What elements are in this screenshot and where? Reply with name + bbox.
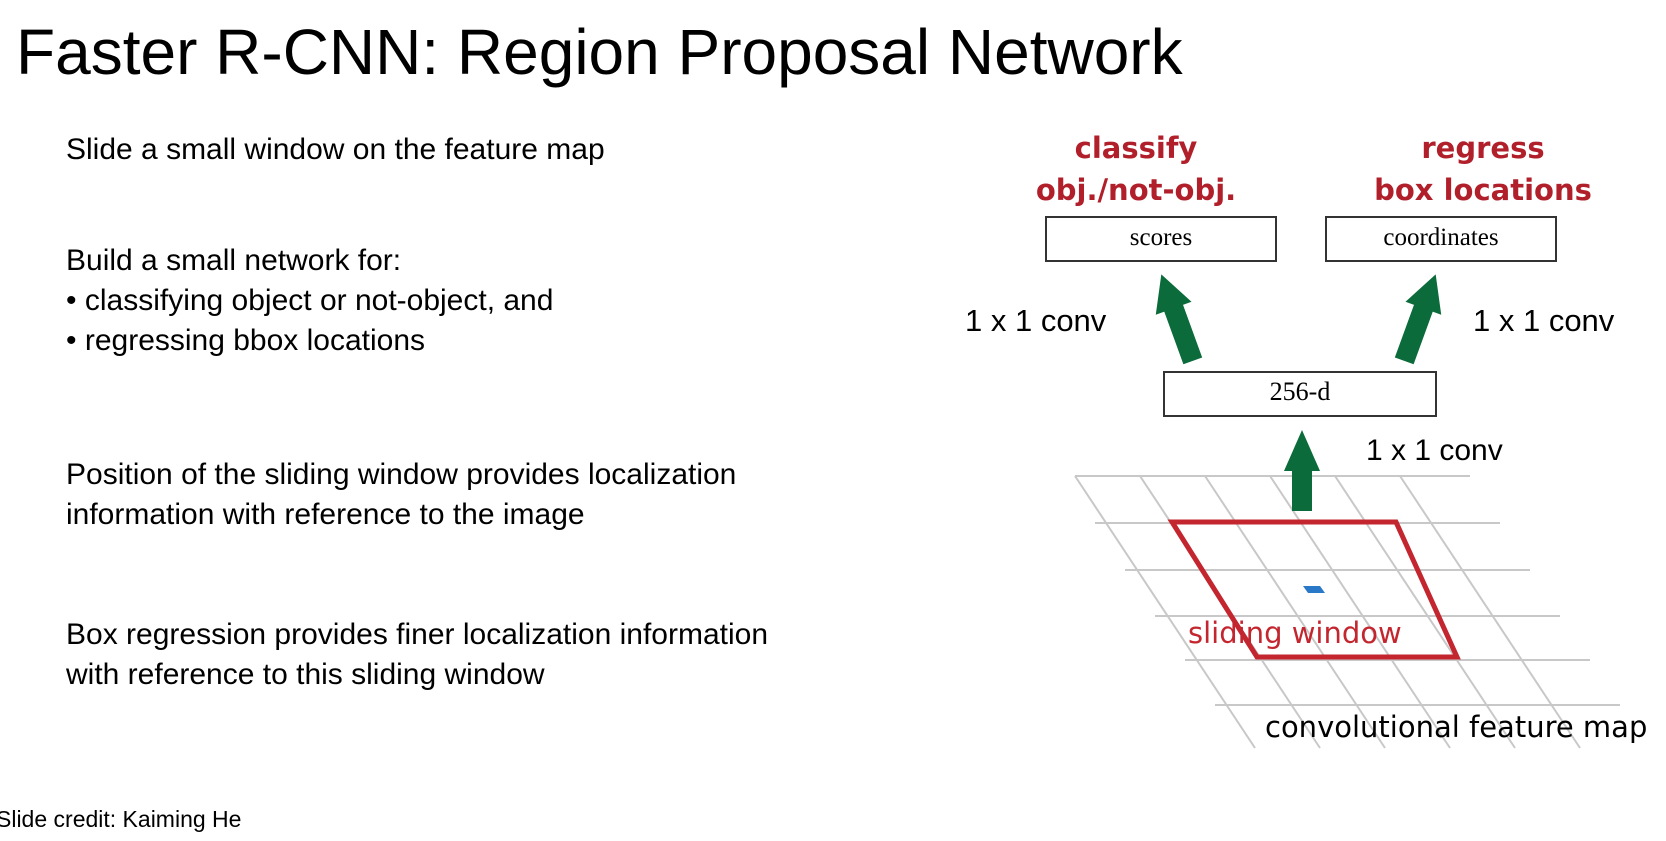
arrow-up-right-icon	[1394, 274, 1442, 365]
slide-title: Faster R-CNN: Region Proposal Network	[16, 16, 1183, 88]
text-line: • classifying object or not-object, and	[66, 284, 554, 317]
text-line: Build a small network for:	[66, 244, 402, 277]
sliding-window-label: sliding window	[1188, 616, 1402, 650]
conv-label-left: 1 x 1 conv	[965, 303, 1107, 338]
conv-label-bottom: 1 x 1 conv	[1366, 434, 1503, 467]
paragraph-position: Position of the sliding window provides …	[66, 455, 736, 535]
scores-box	[1045, 216, 1277, 262]
arrow-up-left-icon	[1155, 274, 1203, 365]
text-line: • regressing bbox locations	[66, 324, 426, 357]
grid-line	[1204, 475, 1386, 749]
coordinates-box	[1325, 216, 1557, 262]
feature-256d-label: 256-d	[1270, 377, 1331, 406]
feature-map-label: convolutional feature map	[1265, 710, 1647, 744]
classify-label-line1: classify	[1075, 131, 1198, 165]
scores-label: scores	[1130, 224, 1192, 251]
classify-label-line2: obj./not-obj.	[1036, 173, 1236, 207]
feature-256d-box	[1163, 371, 1437, 417]
text-line: Box regression provides finer localizati…	[66, 618, 769, 651]
regress-label-line2: box locations	[1374, 173, 1592, 207]
arrow-up-icon	[1284, 430, 1320, 511]
text-line: Slide a small window on the feature map	[66, 133, 605, 166]
grid-line	[1334, 475, 1516, 749]
grid-line	[1074, 475, 1256, 749]
grid-line	[1399, 475, 1581, 749]
conv-label-right: 1 x 1 conv	[1473, 303, 1615, 338]
text-line: Position of the sliding window provides …	[66, 458, 737, 491]
text-line: with reference to this sliding window	[66, 658, 545, 691]
sliding-window-box	[1167, 519, 1461, 660]
paragraph-sliding-window: Slide a small window on the feature map	[66, 130, 605, 170]
slide-credit: Slide credit: Kaiming He	[0, 806, 242, 832]
paragraph-box-regression: Box regression provides finer localizati…	[66, 615, 768, 695]
feature-map-grid	[1074, 475, 1620, 749]
grid-line	[1269, 475, 1451, 749]
regress-label-line1: regress	[1421, 131, 1544, 165]
text-line: information with reference to the image	[66, 498, 585, 531]
coordinates-label: coordinates	[1383, 224, 1498, 251]
paragraph-small-network: Build a small network for: • classifying…	[66, 241, 553, 361]
window-center-marker	[1303, 586, 1325, 593]
